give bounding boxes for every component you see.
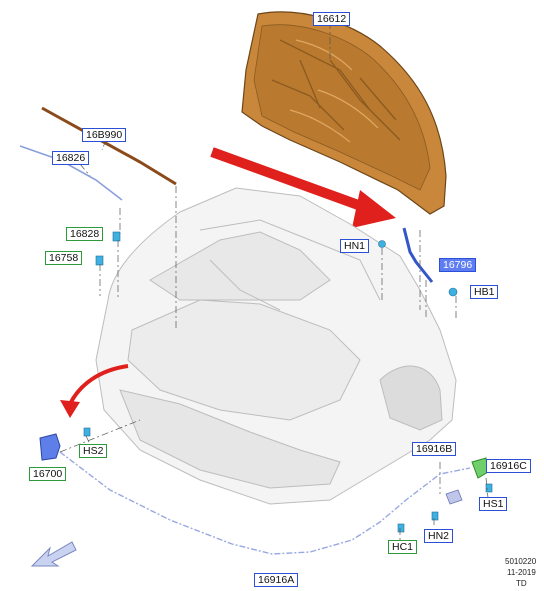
label-16916B: 16916B [412, 442, 457, 456]
direction-arrow [30, 541, 77, 567]
hood-latch [39, 433, 61, 461]
label-16916C: 16916C [486, 459, 531, 473]
red-curved-arrow [60, 364, 129, 418]
label-HB1: HB1 [470, 285, 499, 299]
red-pointer-arrow [210, 147, 396, 228]
label-16916A: 16916A [254, 573, 299, 587]
label-HN2: HN2 [424, 529, 454, 543]
footer-suffix: TD [516, 579, 527, 588]
label-16612: 16612 [313, 12, 351, 26]
release-bracket [445, 489, 463, 505]
label-HS1: HS1 [479, 497, 508, 511]
hood-panel [241, 11, 447, 215]
hood-seal-rod [19, 145, 123, 201]
hood-strut [402, 227, 434, 283]
label-16700: 16700 [29, 467, 67, 481]
label-16796: 16796 [439, 258, 477, 272]
vehicle-front-body [95, 187, 457, 505]
label-HN1: HN1 [340, 239, 370, 253]
footer-code: 5010220 [505, 557, 537, 566]
label-HC1: HC1 [388, 540, 418, 554]
cowl-strip [41, 106, 177, 186]
release-cable [59, 451, 471, 555]
label-16826: 16826 [52, 151, 90, 165]
label-16828: 16828 [66, 227, 104, 241]
clips [83, 231, 493, 533]
label-16B990: 16B990 [82, 128, 127, 142]
footer-date: 11-2019 [507, 568, 536, 577]
label-HS2: HS2 [79, 444, 108, 458]
label-16758: 16758 [45, 251, 83, 265]
